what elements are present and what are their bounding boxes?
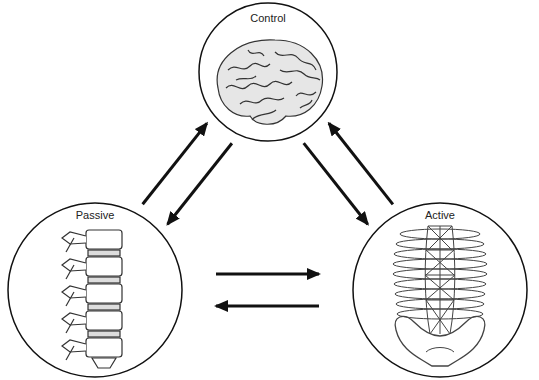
circle-node: Active	[352, 202, 528, 378]
arrow-connector	[143, 123, 207, 204]
circle-outline	[7, 202, 183, 378]
arrow-connector	[329, 123, 393, 204]
arrow-connector	[304, 143, 368, 224]
circle-node: Passive	[7, 202, 183, 378]
spine-illustration	[62, 230, 122, 368]
arrow-connector	[216, 273, 319, 276]
circle-node: Control	[198, 2, 338, 142]
core-muscle-illustration	[393, 226, 487, 366]
brain-illustration	[217, 40, 322, 124]
node-label: Passive	[74, 209, 117, 222]
circle-outline	[352, 202, 528, 378]
arrow-connector	[168, 143, 232, 224]
node-label: Control	[248, 12, 287, 25]
arrow-connector	[216, 305, 319, 308]
node-label: Active	[423, 209, 457, 222]
